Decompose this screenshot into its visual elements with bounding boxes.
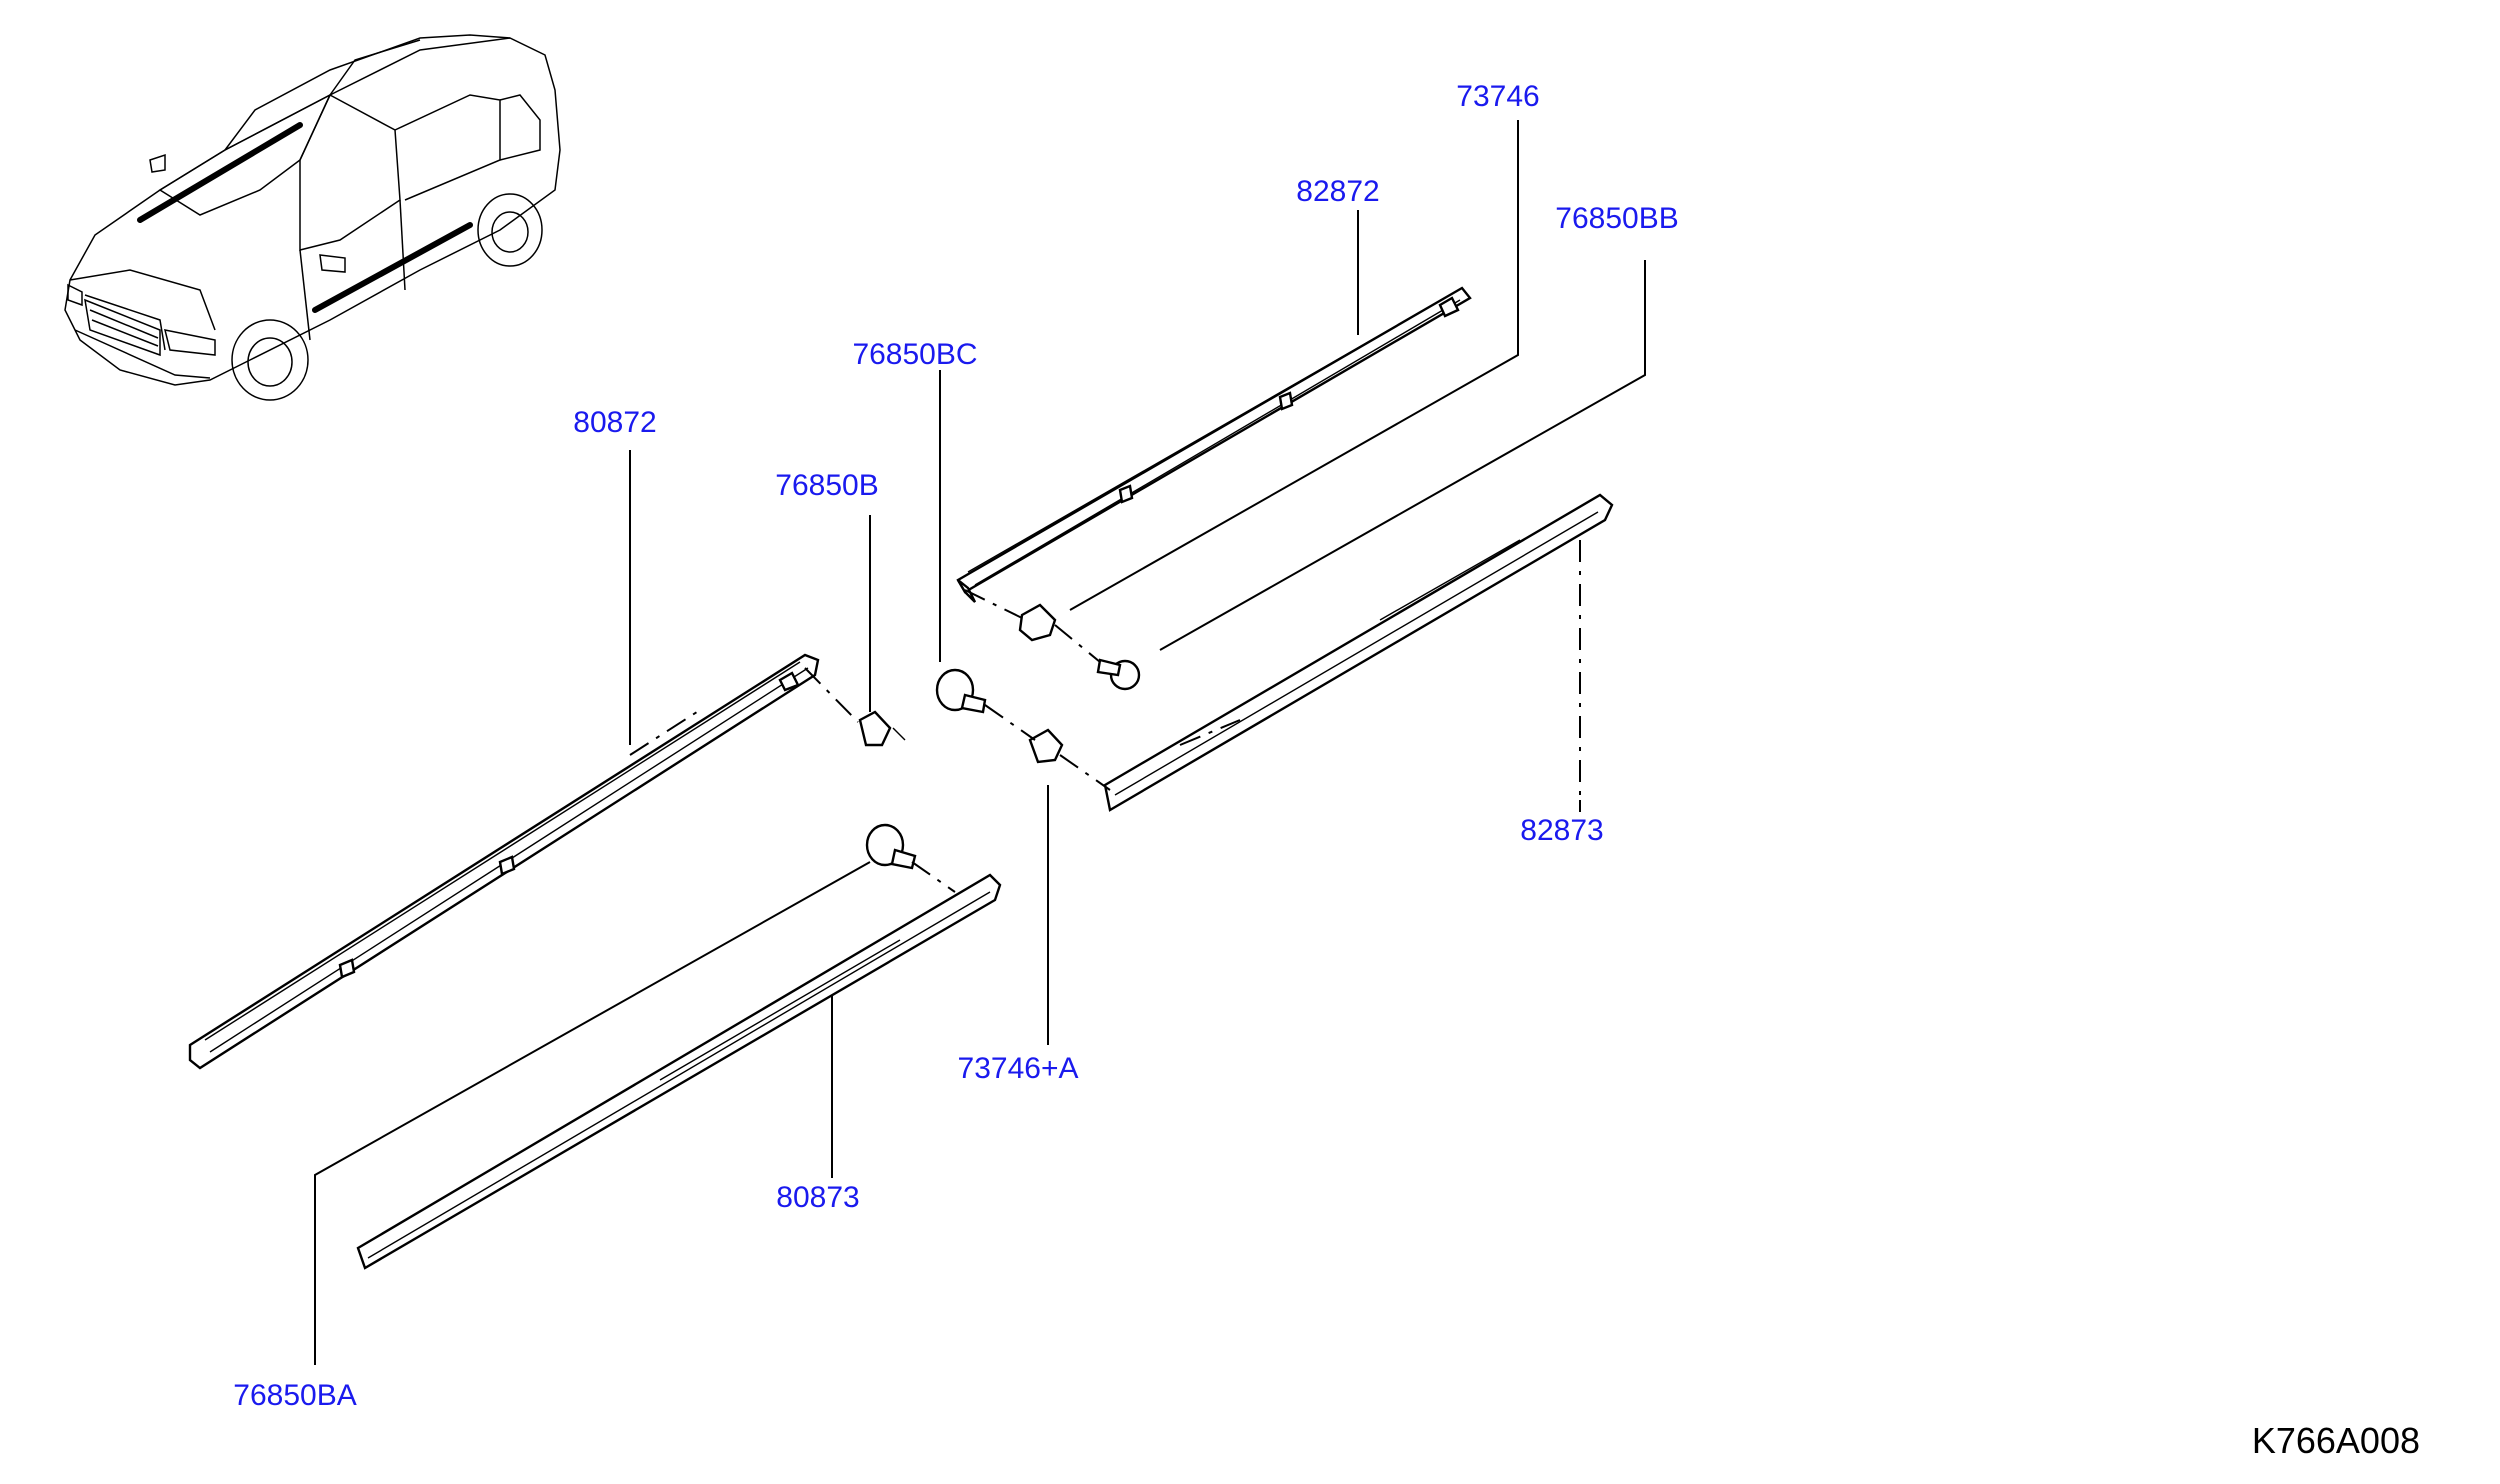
drawing-code: K766A008 [2252, 1420, 2420, 1461]
fasteners [858, 603, 1141, 870]
label-82873[interactable]: 82873 [1520, 814, 1603, 847]
label-80873[interactable]: 80873 [776, 1181, 859, 1214]
upper-molding-strip [956, 286, 1472, 603]
car-thumbnail [64, 34, 561, 401]
leader-76850BB [1159, 260, 1646, 651]
rear-lower-strip [1103, 493, 1614, 812]
label-76850BC[interactable]: 76850BC [852, 338, 977, 371]
label-80872[interactable]: 80872 [573, 406, 656, 439]
leader-lines [314, 120, 1646, 1365]
label-76850B[interactable]: 76850B [775, 469, 878, 502]
front-lower-strip [356, 873, 1002, 1270]
cap-73746 [1018, 603, 1057, 642]
label-73746A[interactable]: 73746+A [958, 1052, 1079, 1085]
highlight-side-molding [312, 222, 473, 313]
part-labels: 73746 82872 76850BB 76850BC 80872 76850B… [233, 80, 1678, 1412]
label-82872[interactable]: 82872 [1296, 175, 1379, 208]
leader-73746 [1069, 120, 1519, 611]
label-76850BA[interactable]: 76850BA [233, 1379, 356, 1412]
label-76850BB[interactable]: 76850BB [1555, 202, 1678, 235]
assembly-lines [629, 540, 1581, 893]
front-molding-strip [188, 653, 820, 1070]
leader-76850BA [314, 861, 871, 1365]
highlight-roof-molding [137, 122, 303, 223]
label-73746[interactable]: 73746 [1456, 80, 1539, 113]
